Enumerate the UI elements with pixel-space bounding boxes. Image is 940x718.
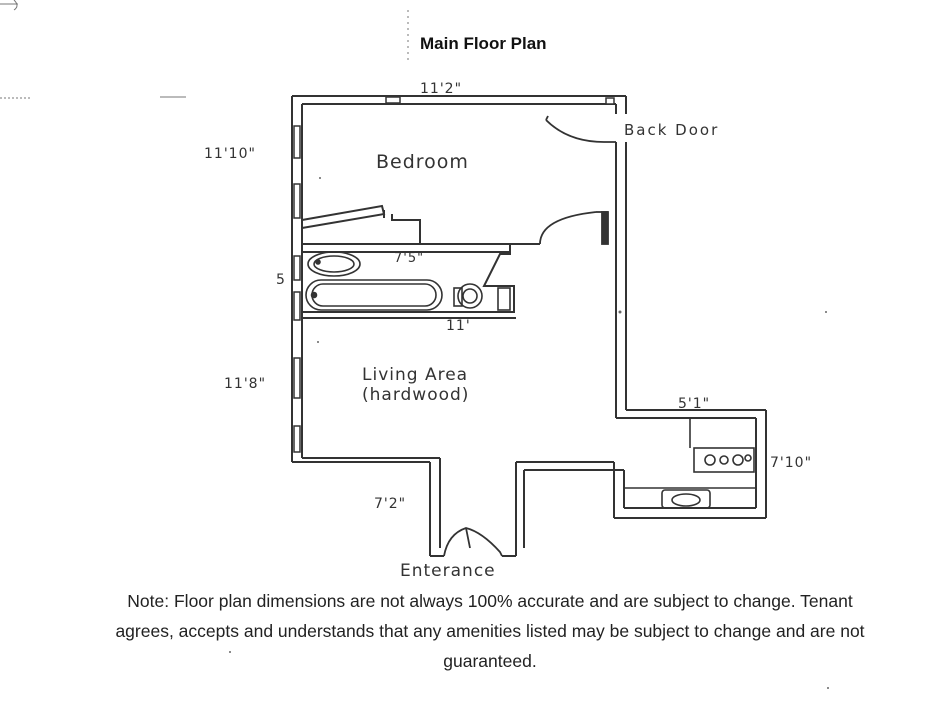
doors — [443, 115, 616, 557]
page-title: Main Floor Plan — [420, 34, 547, 53]
dim-living-width: 11' — [446, 318, 471, 334]
bedroom-label: Bedroom — [376, 151, 469, 173]
note-line-1: Note: Floor plan dimensions are not alwa… — [127, 591, 853, 611]
back-door — [545, 119, 616, 143]
dim-kitchen-width: 5'1" — [678, 396, 710, 412]
living-area-label: Living Area — [362, 365, 468, 385]
note-line-3: guaranteed. — [443, 651, 537, 671]
bathtub — [305, 279, 443, 311]
note-line-2: agrees, accepts and understands that any… — [115, 621, 865, 641]
walls — [291, 95, 767, 557]
fixtures — [305, 251, 756, 509]
dim-living-depth: 11'8" — [224, 376, 266, 392]
living-area-floor-label: (hardwood) — [362, 385, 469, 405]
windows — [293, 96, 615, 453]
dim-entry-width: 7'2" — [374, 496, 406, 512]
kitchen-sink — [661, 489, 711, 509]
dim-kitchen-depth: 7'10" — [770, 455, 812, 471]
entrance-door — [443, 527, 503, 557]
entrance-label: Enterance — [400, 561, 496, 581]
bedroom-door — [539, 211, 597, 245]
back-door-label: Back Door — [624, 121, 719, 139]
dim-bedroom-depth: 11'10" — [204, 146, 256, 162]
bath-sink — [307, 251, 361, 277]
stove — [689, 418, 755, 473]
disclaimer-note: Note: Floor plan dimensions are not alwa… — [40, 586, 940, 676]
dim-bath-width: 7'5" — [394, 251, 424, 266]
dim-bath-depth: 5 — [276, 272, 285, 288]
dim-top-width: 11'2" — [420, 81, 462, 97]
toilet — [453, 283, 511, 311]
scan-marks — [0, 0, 409, 99]
scan-dots — [229, 177, 829, 689]
